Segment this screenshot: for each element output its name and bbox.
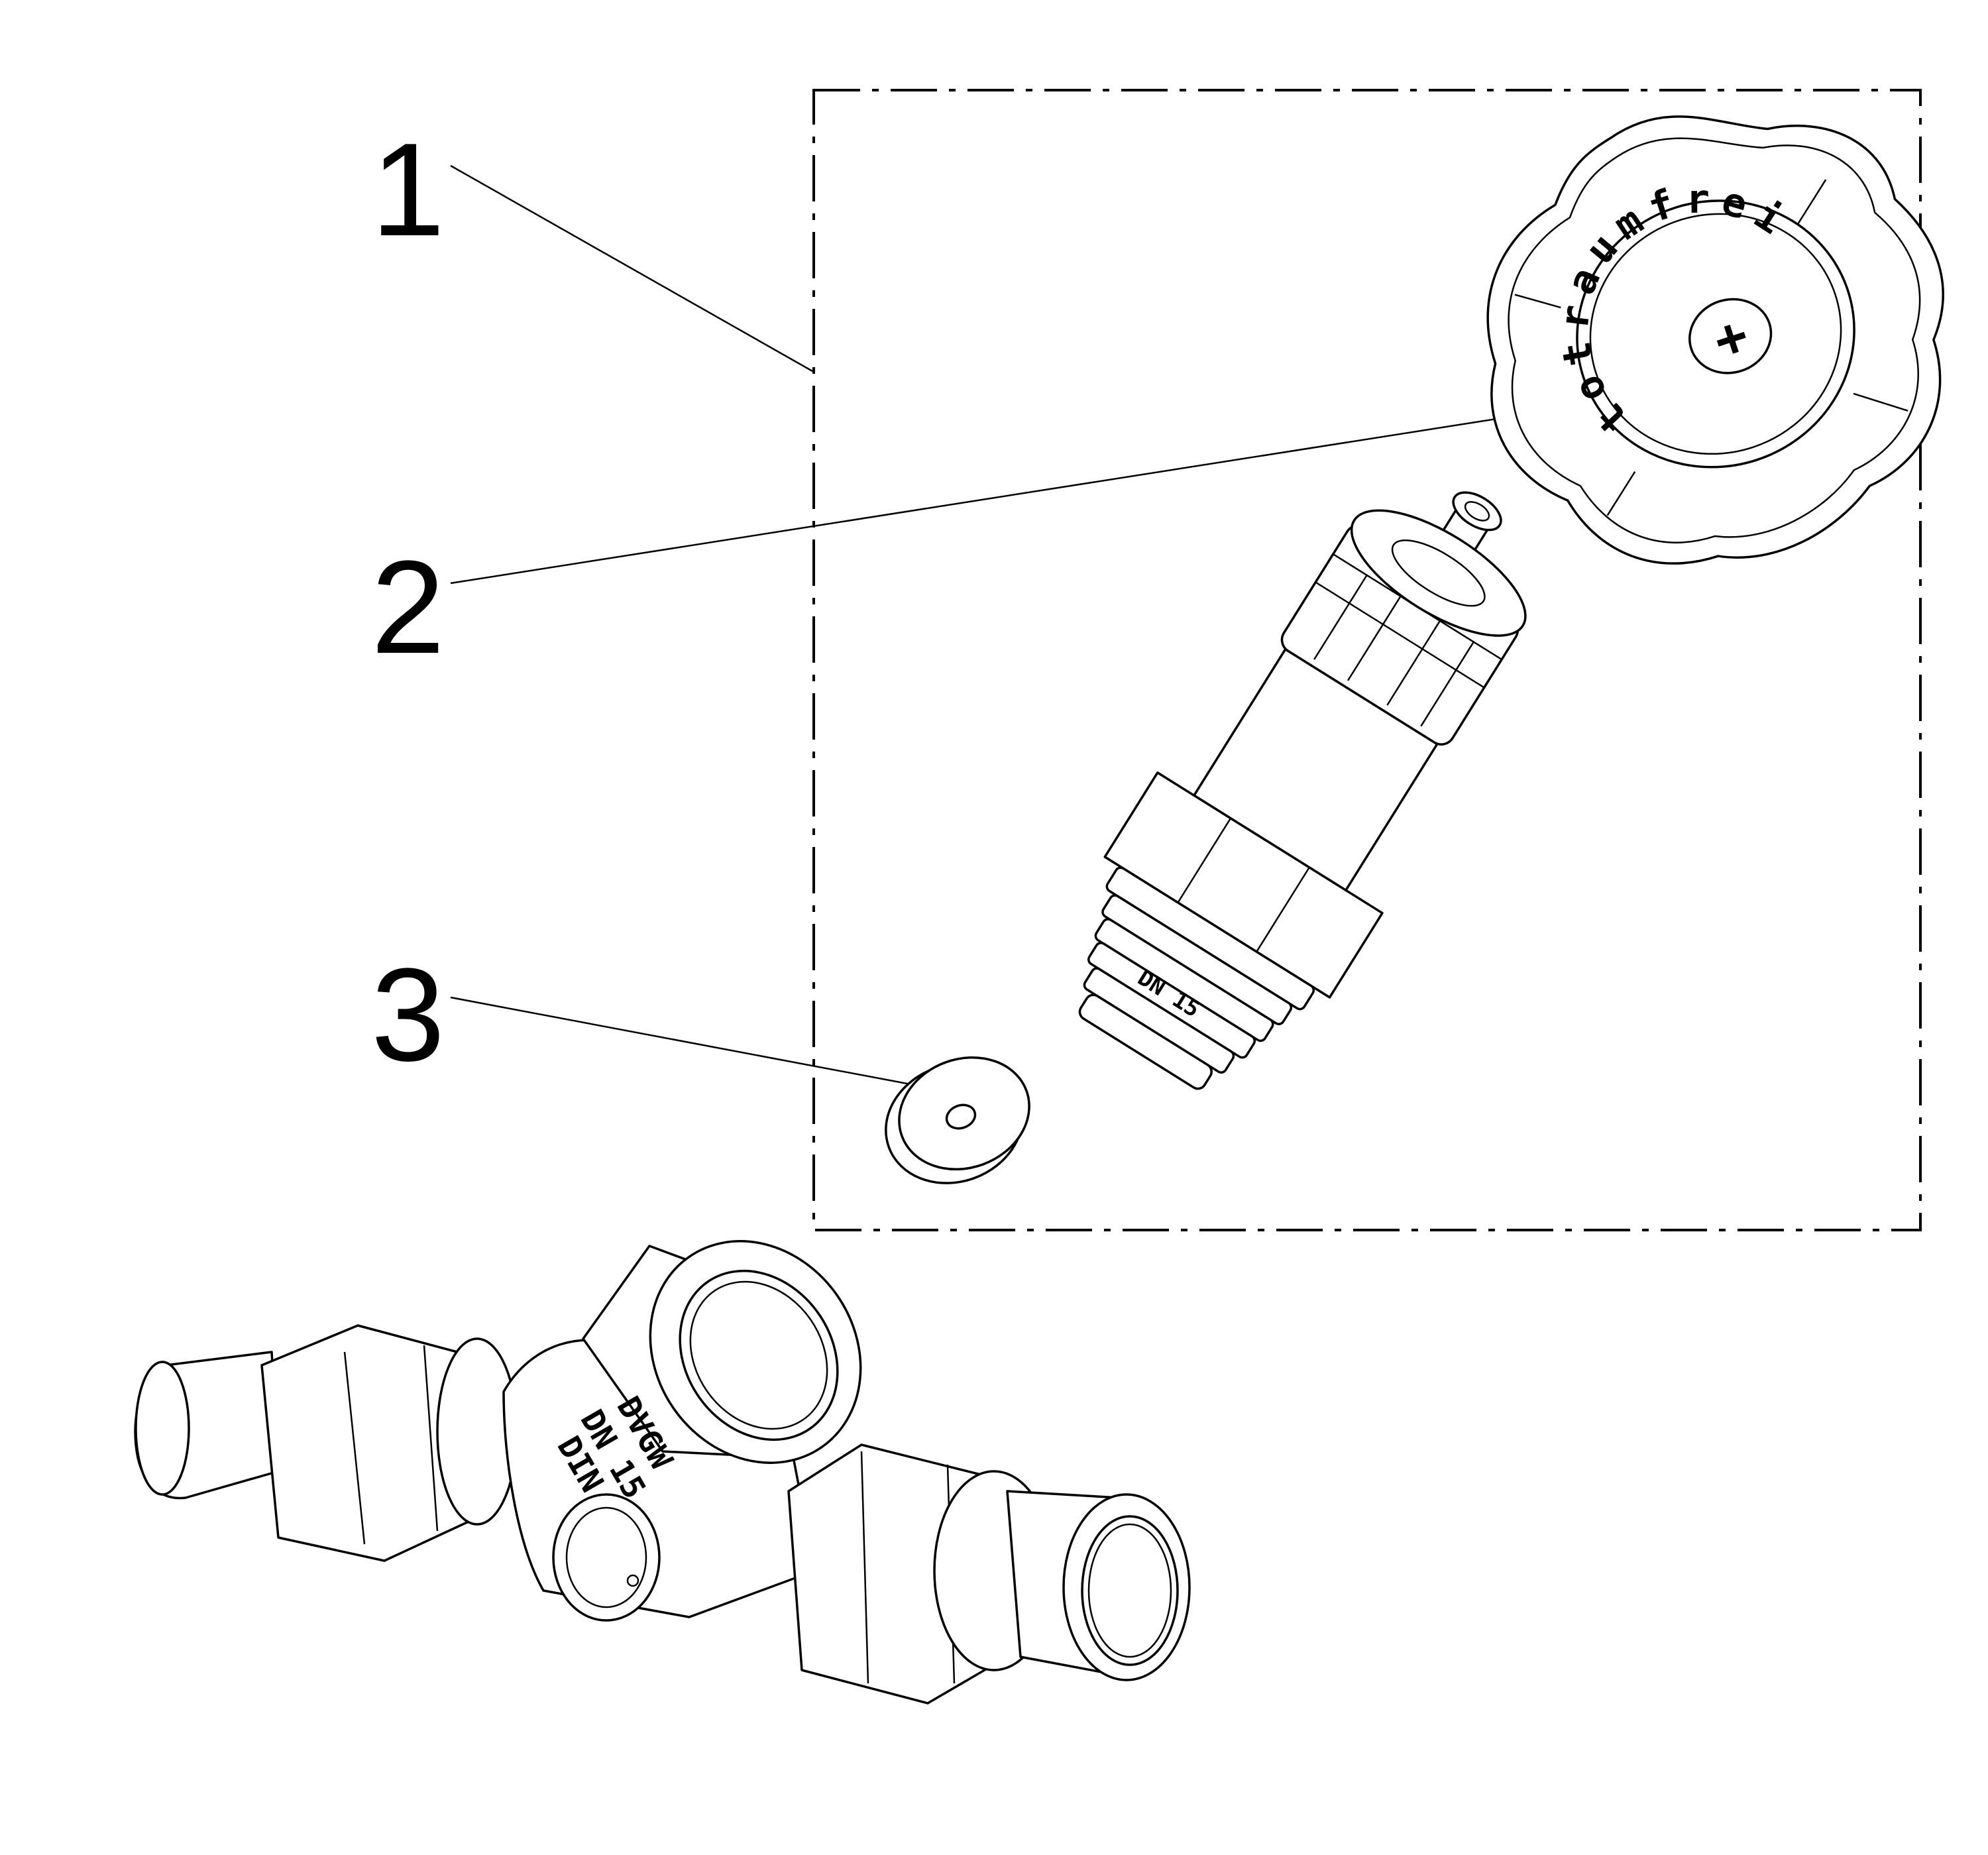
callout-3-label: 3 bbox=[371, 941, 445, 1089]
handwheel-inner-rim bbox=[1508, 137, 1921, 543]
valve-cartridge: DN 15 bbox=[1078, 491, 1527, 1090]
cartridge-thread bbox=[1078, 866, 1315, 1090]
sealing-washer bbox=[885, 1056, 1030, 1184]
handwheel-hub-ring bbox=[1589, 213, 1842, 455]
valve-body: DVGW DN 15 DIN bbox=[134, 1240, 1191, 1705]
callout-3: 3 bbox=[371, 941, 925, 1089]
kit-boundary bbox=[812, 89, 1922, 1231]
callout-1: 1 bbox=[371, 116, 813, 372]
cartridge-hex-nut bbox=[1103, 771, 1384, 999]
callout-1-label: 1 bbox=[371, 116, 445, 264]
callout-2-label: 2 bbox=[371, 534, 445, 681]
valve-right-fitting-bore bbox=[1081, 1515, 1179, 1666]
handwheel: + totraumfrei bbox=[1486, 115, 1944, 565]
cartridge-spindle-tip bbox=[1452, 491, 1502, 532]
callout-2-leader bbox=[450, 410, 1548, 585]
handwheel-spoke bbox=[1514, 179, 1908, 516]
callout-1-leader bbox=[450, 164, 813, 372]
callout-2: 2 bbox=[371, 410, 1548, 681]
callout-3-leader bbox=[450, 996, 925, 1088]
valve-left-fitting-end bbox=[135, 1361, 190, 1496]
valve-drain-plug bbox=[552, 1493, 661, 1622]
washer-hole bbox=[945, 1103, 977, 1130]
handwheel-center-cap bbox=[1688, 298, 1773, 374]
valve-bonnet-opening-inner bbox=[679, 1269, 839, 1441]
